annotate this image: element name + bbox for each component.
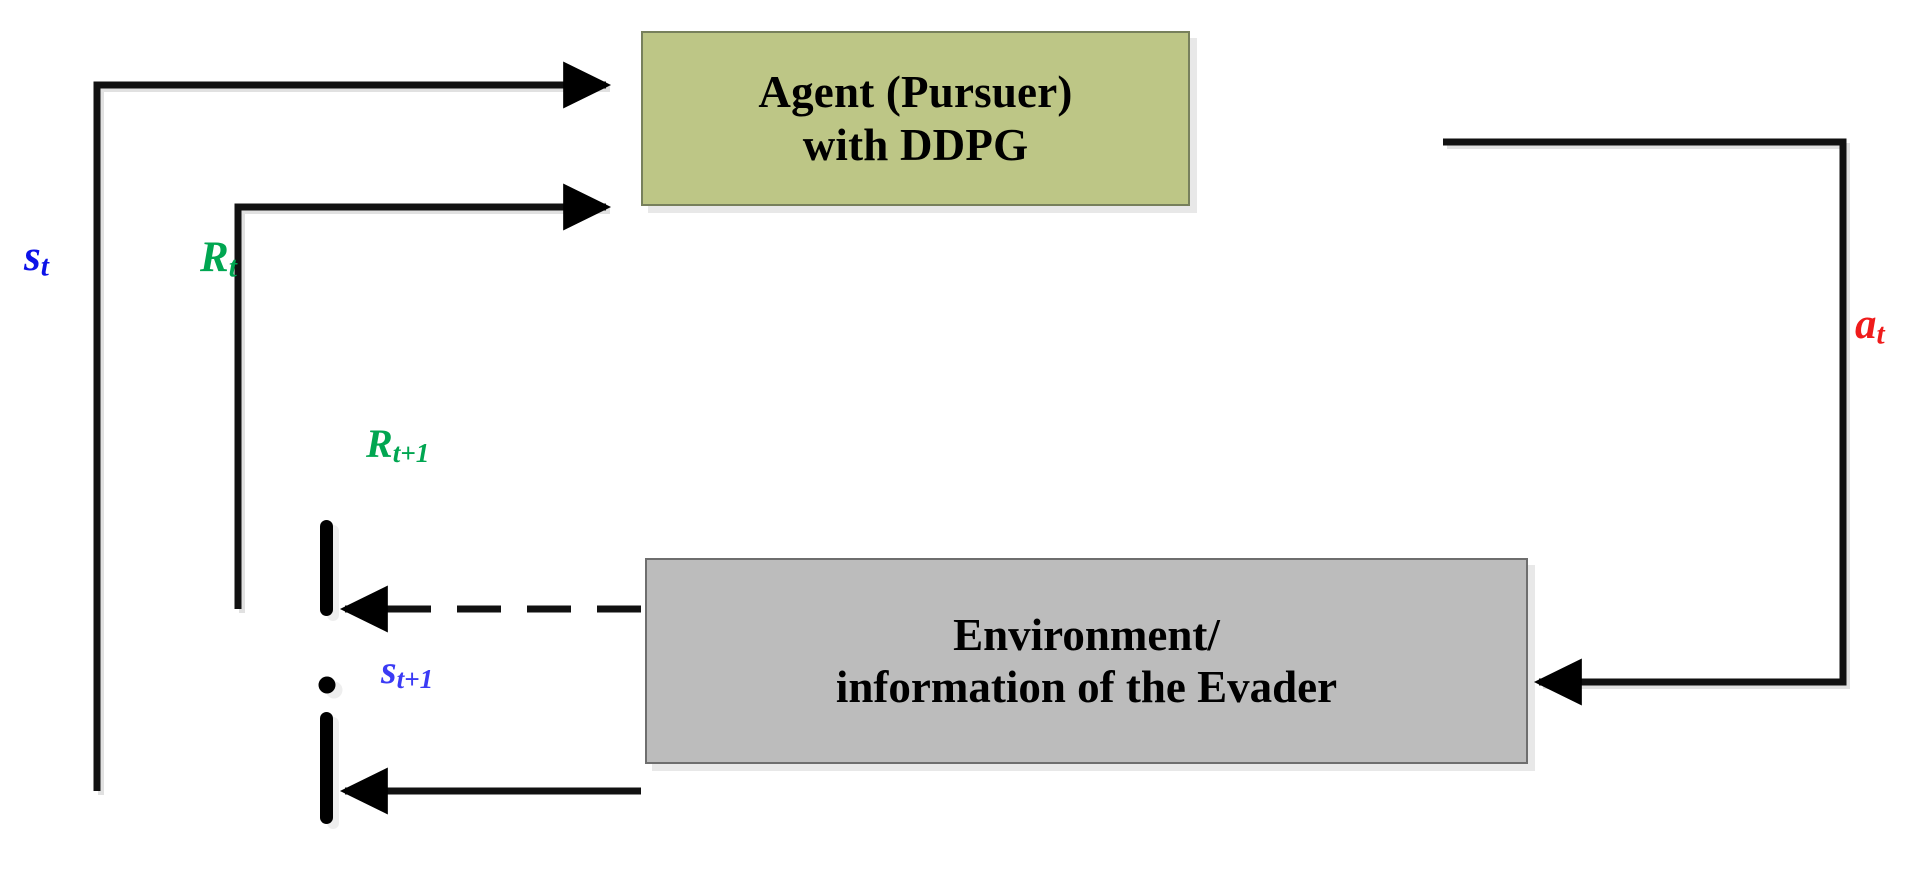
delay-bar-state (320, 712, 333, 824)
edge-label-state-t: st (24, 235, 49, 281)
edge-label-action-t-base: a (1855, 301, 1877, 348)
edge-label-state-t-plus-1: st+1 (381, 650, 433, 693)
edge-label-reward-t: Rt (200, 236, 237, 282)
edge-label-state-t-plus-1-base: s (381, 647, 397, 692)
environment-node[interactable]: Environment/ information of the Evader (645, 558, 1528, 764)
environment-node-label: Environment/ information of the Evader (835, 609, 1338, 712)
edge-label-state-t-plus-1-sub: t+1 (396, 663, 434, 694)
edge-path-action-to-environment (1443, 138, 1847, 706)
edge-path-reward-to-agent (234, 183, 612, 609)
delay-bar-reward (320, 520, 333, 616)
edge-label-reward-t-plus-1-base: R (366, 421, 393, 466)
agent-node-label: Agent (Pursuer) with DDPG (758, 67, 1073, 170)
ellipsis-dot (318, 676, 336, 694)
edge-path-state-to-agent (93, 61, 612, 791)
edge-label-reward-t-sub: t (228, 251, 237, 284)
edge-label-state-t-sub: t (40, 250, 49, 283)
edge-label-action-t: at (1855, 303, 1885, 349)
edge-label-reward-t-base: R (200, 234, 229, 281)
edge-label-state-t-base: s (24, 233, 41, 280)
edge-label-reward-t-plus-1-sub: t+1 (392, 437, 430, 468)
edge-label-reward-t-plus-1: Rt+1 (366, 424, 429, 467)
edge-label-action-t-sub: t (1876, 318, 1885, 351)
agent-node[interactable]: Agent (Pursuer) with DDPG (641, 31, 1190, 206)
